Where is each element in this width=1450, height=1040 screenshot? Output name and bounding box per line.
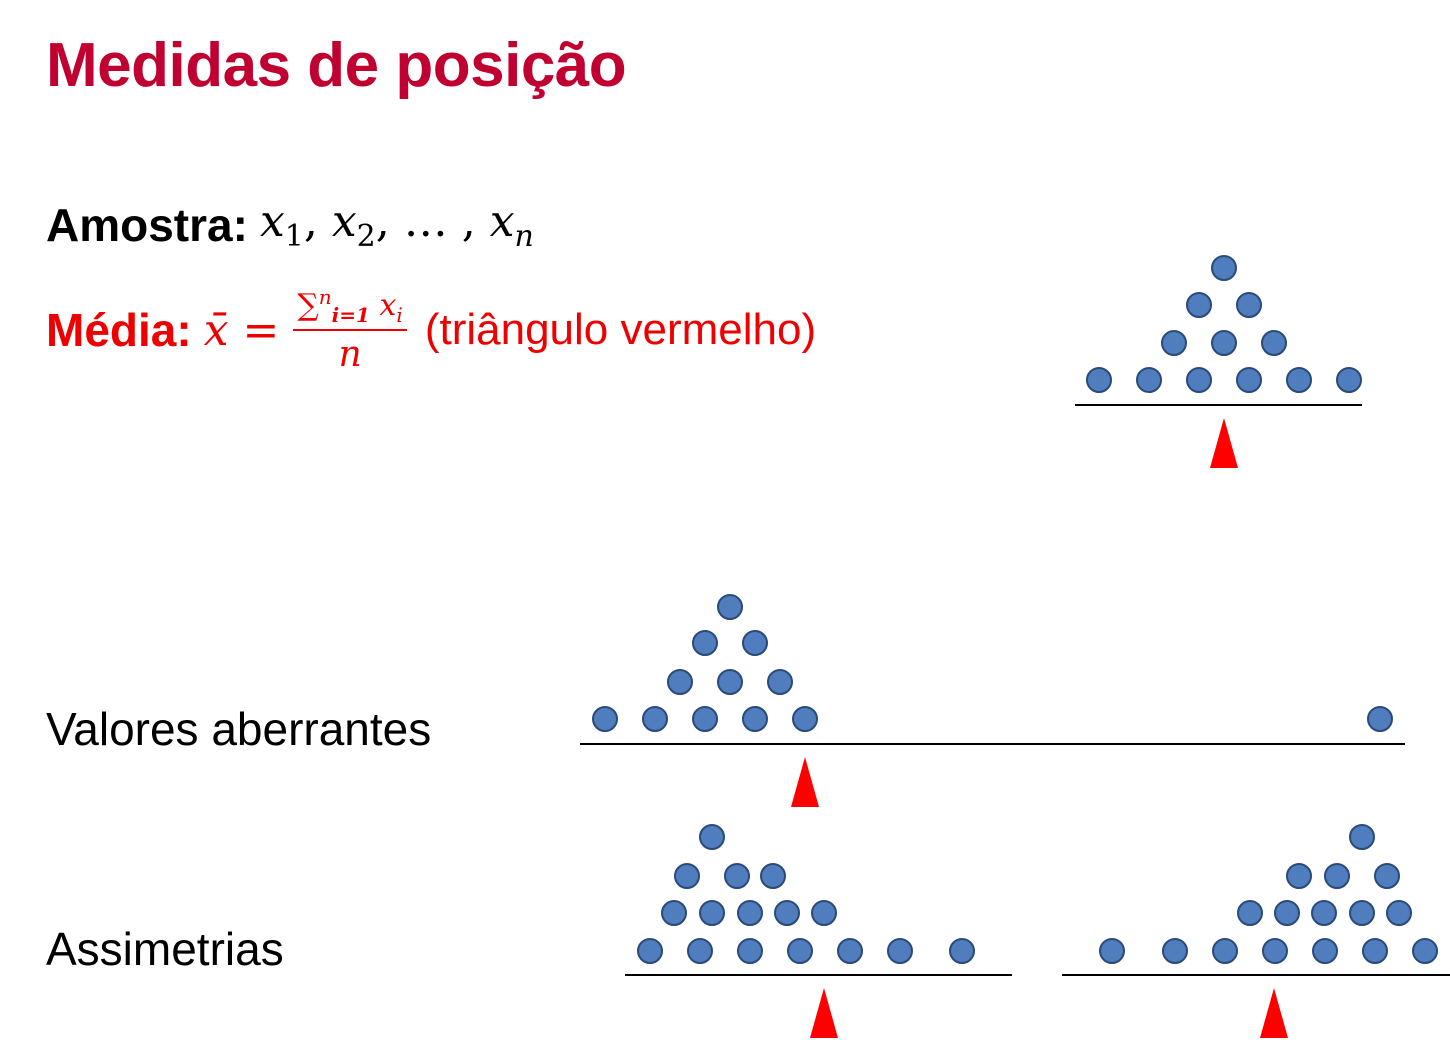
data-dot <box>760 863 786 889</box>
amostra-label: Amostra: <box>46 199 248 251</box>
data-dot <box>1262 938 1288 964</box>
mean-triangle <box>791 757 819 807</box>
axes-layer <box>580 404 1450 976</box>
data-dot <box>1237 900 1263 926</box>
dots-layer <box>592 255 1438 964</box>
data-dot <box>742 706 768 732</box>
data-dot <box>949 938 975 964</box>
data-dot <box>1162 938 1188 964</box>
data-dot <box>1211 255 1237 281</box>
data-dot <box>1236 367 1262 393</box>
mean-triangle <box>810 988 838 1038</box>
mean-numerator: ∑ni=1 xi <box>293 287 407 331</box>
media-label: Média: <box>46 304 192 356</box>
data-dot <box>1286 367 1312 393</box>
mean-triangles-layer <box>791 418 1288 1038</box>
mean-lhs: x̄ = <box>203 304 280 356</box>
data-dot <box>792 706 818 732</box>
mean-fraction: ∑ni=1 xi n <box>293 287 407 375</box>
data-dot <box>811 900 837 926</box>
data-dot <box>767 669 793 695</box>
data-dot <box>1086 367 1112 393</box>
data-dot <box>674 863 700 889</box>
data-dot <box>724 863 750 889</box>
data-dot <box>692 706 718 732</box>
data-dot <box>1412 938 1438 964</box>
sample-formula: x1, x2, … , xn <box>259 196 534 254</box>
data-dot <box>1362 938 1388 964</box>
data-dot <box>887 938 913 964</box>
data-dot <box>1161 330 1187 356</box>
mean-triangle <box>1210 418 1238 468</box>
data-dot <box>787 938 813 964</box>
data-dot <box>1336 367 1362 393</box>
data-dot <box>1312 938 1338 964</box>
data-dot <box>661 900 687 926</box>
amostra-line: Amostra: x1, x2, … , xn <box>46 196 534 254</box>
data-dot <box>742 630 768 656</box>
data-dot <box>1349 900 1375 926</box>
mean-triangle <box>1260 988 1288 1038</box>
data-dot <box>1374 863 1400 889</box>
data-dot <box>1212 938 1238 964</box>
label-valores-aberrantes: Valores aberrantes <box>46 703 432 755</box>
data-dot <box>1136 367 1162 393</box>
data-dot <box>717 669 743 695</box>
data-dot <box>717 594 743 620</box>
label-assimetrias: Assimetrias <box>46 923 284 975</box>
data-dot <box>1236 292 1262 318</box>
data-dot <box>1211 330 1237 356</box>
data-dot <box>1349 824 1375 850</box>
data-dot <box>1311 900 1337 926</box>
data-dot <box>1386 900 1412 926</box>
data-dot <box>637 938 663 964</box>
data-dot <box>1286 863 1312 889</box>
data-dot <box>737 938 763 964</box>
data-dot <box>1099 938 1125 964</box>
data-dot <box>1367 706 1393 732</box>
data-dot <box>737 900 763 926</box>
page-title: Medidas de posição <box>46 31 627 100</box>
data-dot <box>1186 367 1212 393</box>
data-dot <box>1186 292 1212 318</box>
data-dot <box>699 900 725 926</box>
data-dot <box>692 630 718 656</box>
media-line: Média: x̄ = ∑ni=1 xi n (triângulo vermel… <box>46 270 816 390</box>
data-dot <box>1261 330 1287 356</box>
data-dot <box>1324 863 1350 889</box>
mean-note: (triângulo vermelho) <box>424 305 817 354</box>
data-dot <box>592 706 618 732</box>
mean-denominator: n <box>338 334 362 375</box>
data-dot <box>642 706 668 732</box>
data-dot <box>687 938 713 964</box>
data-dot <box>667 669 693 695</box>
data-dot <box>1274 900 1300 926</box>
data-dot <box>837 938 863 964</box>
data-dot <box>774 900 800 926</box>
data-dot <box>699 824 725 850</box>
